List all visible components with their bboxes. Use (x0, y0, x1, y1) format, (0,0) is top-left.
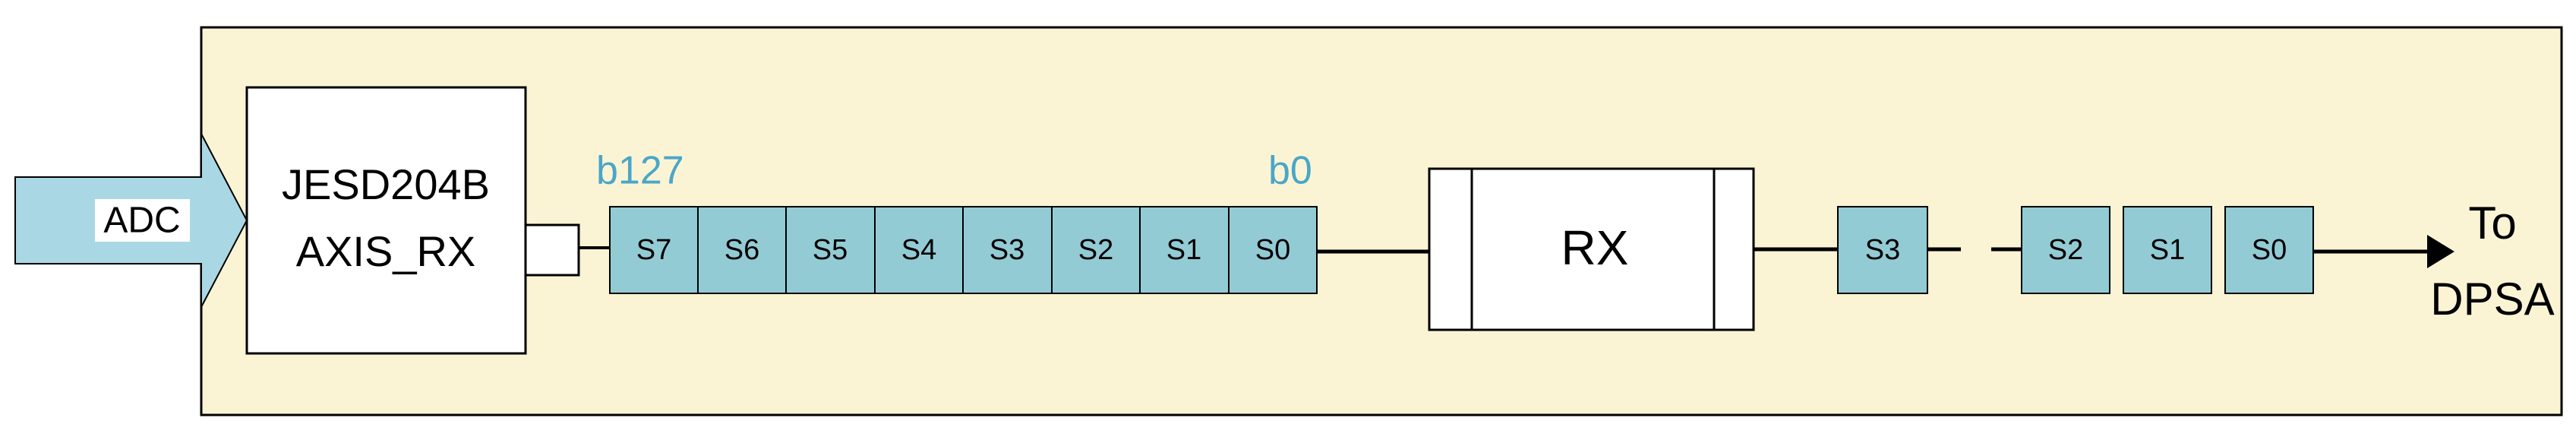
sample-label: S0 (1255, 234, 1290, 266)
sample-label: S1 (1166, 234, 1201, 266)
sample-cell (1139, 206, 1230, 294)
destination-line2: DPSA (2430, 274, 2554, 325)
output-sample-label: S0 (2252, 234, 2287, 266)
adc-label-bg (95, 199, 190, 242)
sample-label: S3 (990, 234, 1024, 266)
jesd204b-block (245, 86, 527, 355)
sample-label: S6 (724, 234, 759, 266)
output-sample-label: S1 (2150, 234, 2185, 266)
adc-label: ADC (103, 201, 180, 241)
axis-port-box (524, 223, 580, 277)
sample-cell (874, 206, 964, 294)
input-sample-register: S7 S6 S5 S4 S3 S2 S1 S0 (609, 206, 1318, 294)
output-sample-cell (2021, 206, 2110, 294)
jesd204b-subtitle: AXIS_RX (296, 227, 476, 275)
destination-line1: To (2468, 198, 2516, 249)
sample-cell (609, 206, 699, 294)
output-sample-cell (2224, 206, 2314, 294)
sample-label: S5 (813, 234, 848, 266)
sample-label: S7 (636, 234, 671, 266)
output-sample-cell (2123, 206, 2212, 294)
output-sample-label: S2 (2048, 234, 2083, 266)
output-sample-label: S3 (1865, 234, 1900, 266)
jesd204b-title: JESD204B (282, 160, 490, 208)
rx-block (1428, 167, 1755, 331)
output-sample-cell (1837, 206, 1928, 294)
output-arrow-head-icon (2427, 235, 2454, 268)
sample-cell (1051, 206, 1141, 294)
sample-cell (962, 206, 1053, 294)
bit-label-low: b0 (1268, 149, 1312, 193)
sample-label: S2 (1078, 234, 1113, 266)
rx-label: RX (1561, 220, 1629, 275)
sample-cell (697, 206, 787, 294)
sample-label: S4 (901, 234, 936, 266)
bit-label-high: b127 (596, 149, 684, 193)
